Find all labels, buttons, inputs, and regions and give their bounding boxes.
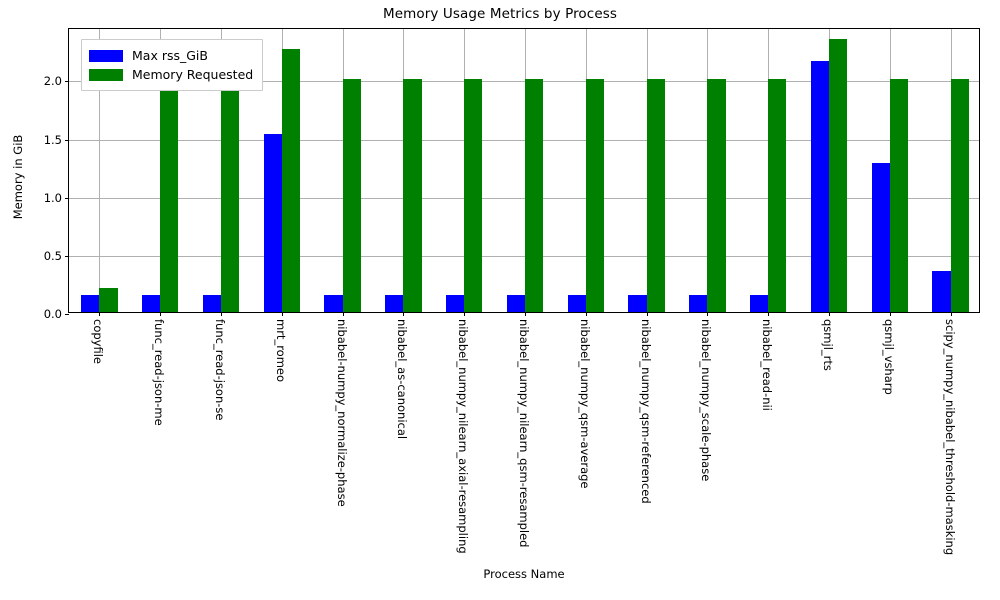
y-tick-label: 0.0 [43,307,62,321]
x-tick-label: scipy_numpy_nibabel_threshold-masking [942,319,957,556]
bar-max-rss [141,295,161,312]
bar-memory-requested [281,49,301,312]
legend-label-max-rss: Max rss_GiB [132,48,208,63]
bar-memory-requested [221,79,240,312]
x-tick-label: qsmjl_vsharp [881,319,896,395]
x-tick-mark [646,312,648,316]
bar-max-rss [445,295,465,312]
x-tick-mark [403,312,405,316]
x-tick-label: nibabel-numpy_normalize-phase [334,319,349,507]
bar-memory-requested [889,79,909,312]
bar-max-rss [324,295,343,312]
x-tick-label: mrt_romeo [273,319,288,383]
bar-max-rss [385,295,404,312]
x-tick-mark [707,312,709,316]
bar-memory-requested [342,79,361,312]
x-tick-mark [281,312,283,316]
x-tick-label: func_read-json-se [213,319,227,421]
x-tick-mark [889,312,891,316]
bar-max-rss [749,295,769,312]
bar-memory-requested [403,79,422,312]
bar-memory-requested [525,79,544,312]
chart-title: Memory Usage Metrics by Process [382,6,617,22]
x-tick-mark [221,312,222,316]
bar-max-rss [689,295,708,312]
gridline-horizontal [69,255,979,257]
bar-memory-requested [768,79,787,312]
bar-memory-requested [707,79,726,312]
x-tick-mark [160,312,162,316]
y-axis-title: Memory in GiB [11,134,25,220]
x-tick-label: nibabel_numpy_qsm-average [577,319,592,489]
gridline-horizontal [69,81,979,83]
bar-max-rss [506,295,525,312]
x-tick-mark [525,312,526,316]
legend-swatch-icon-memory-requested [89,68,123,81]
y-tick-mark [65,139,69,141]
x-tick-label: nibabel_numpy_scale-phase [699,319,714,482]
bar-memory-requested [646,79,665,312]
x-tick-mark [950,312,952,316]
bar-max-rss [263,134,282,312]
bar-memory-requested [160,79,179,312]
x-tick-label: copyfile [91,319,106,364]
legend-label-memory-requested: Memory Requested [132,67,254,82]
y-tick-label: 0.5 [43,248,62,263]
x-tick-label: nibabel_as-canonical [395,319,410,440]
bar-max-rss [202,295,221,312]
x-tick-label: nibabel_numpy_nilearn_qsm-resampled [517,319,531,548]
bar-memory-requested [99,287,118,312]
plot-axes: 0.0 0.5 1.0 1.5 2.0 Max rss_GiB Memory Reque… [44,28,980,321]
bar-memory-requested [829,38,848,312]
gridline-horizontal [69,139,979,141]
y-tick-label: 1.0 [43,190,62,205]
y-tick-label: 2.0 [43,74,62,89]
plot-area [69,29,979,316]
bar-memory-requested [585,79,605,312]
gridline-vertical [99,29,101,312]
x-tick-label: func_read-json-me [152,319,167,426]
bar-max-rss [932,270,951,312]
x-tick-mark [585,312,587,316]
bar-max-rss [567,295,586,312]
y-tick-label: 1.5 [43,132,62,147]
y-tick-mark [65,197,69,199]
x-tick-label: qsmjl_rts [821,319,835,371]
x-tick-mark [99,312,101,316]
bar-max-rss [871,163,890,312]
y-tick-mark [65,81,69,83]
x-tick-label: nibabel_numpy_qsm-referenced [638,319,653,504]
x-tick-mark [342,312,344,316]
bar-memory-requested [464,79,483,312]
x-tick-mark [464,312,466,316]
bar-max-rss [810,60,829,312]
legend-item-memory-requested: Memory Requested [89,65,253,84]
x-axis-title: Process Name [483,567,565,581]
legend-item-max-rss: Max rss_GiB [89,46,253,65]
y-axis-tick-labels: 0.0 0.5 1.0 1.5 2.0 [44,29,979,321]
x-tick-label: nibabel_read-nii [760,319,775,411]
y-tick-mark [65,255,69,257]
x-tick-mark [768,312,770,316]
legend-swatch-icon-max-rss [89,49,123,62]
y-tick-mark [65,314,69,315]
gridline-horizontal [69,197,979,199]
chart-legend: Max rss_GiB Memory Requested [81,39,264,91]
bar-memory-requested [950,79,969,312]
bar-max-rss [81,295,100,312]
x-tick-label: nibabel_numpy_nilearn_axial-resampling [456,319,471,554]
bar-max-rss [628,295,647,312]
x-tick-mark [829,312,830,316]
